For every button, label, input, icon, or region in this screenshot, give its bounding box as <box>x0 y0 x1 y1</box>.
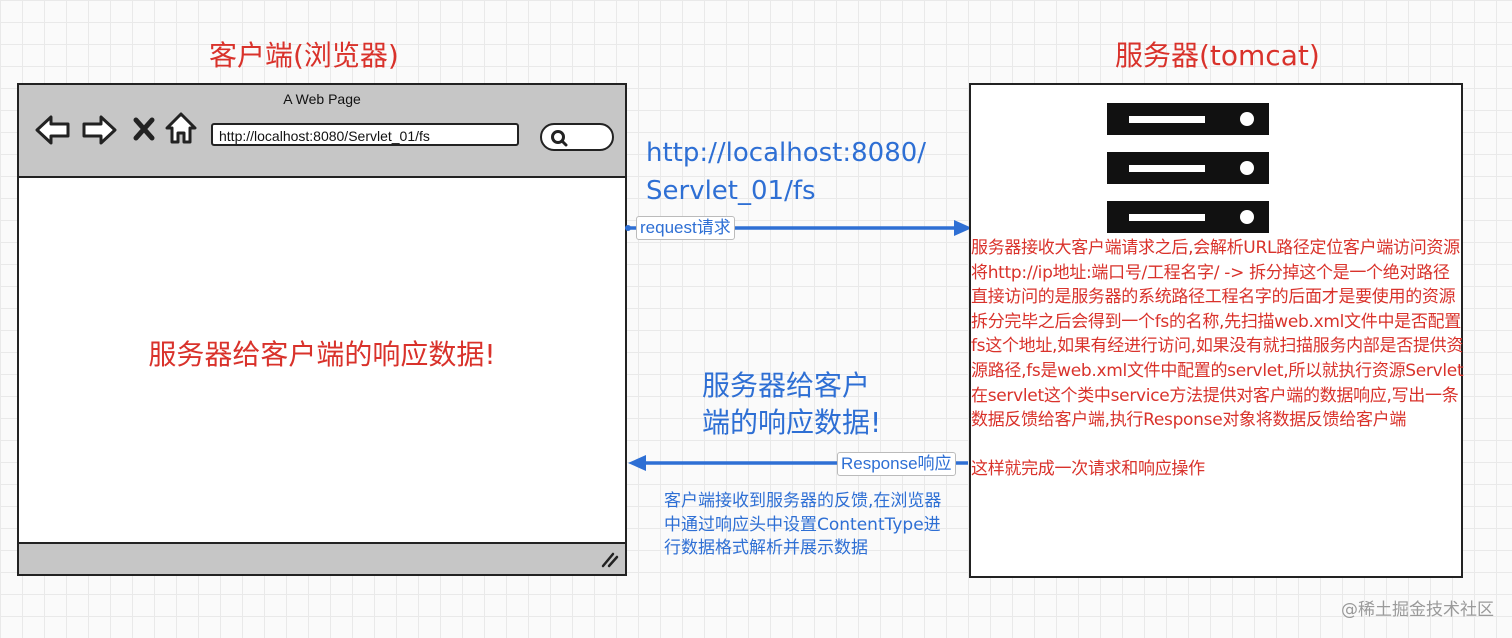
response-label: Response响应 <box>837 452 956 476</box>
server-rack-icon <box>1107 103 1269 233</box>
server-title: 服务器(tomcat) <box>1115 39 1320 72</box>
watermark: @稀土掘金技术社区 <box>1341 600 1494 620</box>
browser-window: A Web Page http://localhost:8080/Servlet… <box>17 83 627 576</box>
request-label: request请求 <box>636 216 735 240</box>
url-field[interactable]: http://localhost:8080/Servlet_01/fs <box>211 123 519 146</box>
response-data-line-2: 端的响应数据! <box>702 406 882 439</box>
request-url-line-1: http://localhost:8080/ <box>646 138 927 168</box>
response-note: 客户端接收到服务器的反馈,在浏览器中通过响应头中设置ContentType进行数… <box>664 491 942 558</box>
close-icon[interactable] <box>133 117 155 141</box>
response-content: 服务器给客户端的响应数据! <box>148 338 496 371</box>
browser-statusbar <box>19 542 625 574</box>
request-url-line-2: Servlet_01/fs <box>646 176 816 206</box>
back-arrow-icon[interactable] <box>35 113 71 147</box>
response-data-line-1: 服务器给客户 <box>702 369 871 402</box>
resize-grip-icon[interactable] <box>599 550 619 568</box>
search-field[interactable] <box>540 123 614 151</box>
request-url: http://localhost:8080/ Servlet_01/fs <box>646 134 926 210</box>
browser-toolbar: A Web Page http://localhost:8080/Servlet… <box>19 85 625 178</box>
client-title: 客户端(浏览器) <box>209 39 399 72</box>
page-title: A Web Page <box>283 91 361 107</box>
home-icon[interactable] <box>165 111 197 145</box>
server-description: 服务器接收大客户端请求之后,会解析URL路径定位客户端访问资源将http://i… <box>971 238 1464 480</box>
server-box: 服务器接收大客户端请求之后,会解析URL路径定位客户端访问资源将http://i… <box>969 83 1464 578</box>
forward-arrow-icon[interactable] <box>81 113 117 147</box>
response-data: 服务器给客户 端的响应数据! <box>702 367 881 441</box>
search-icon <box>551 130 568 147</box>
